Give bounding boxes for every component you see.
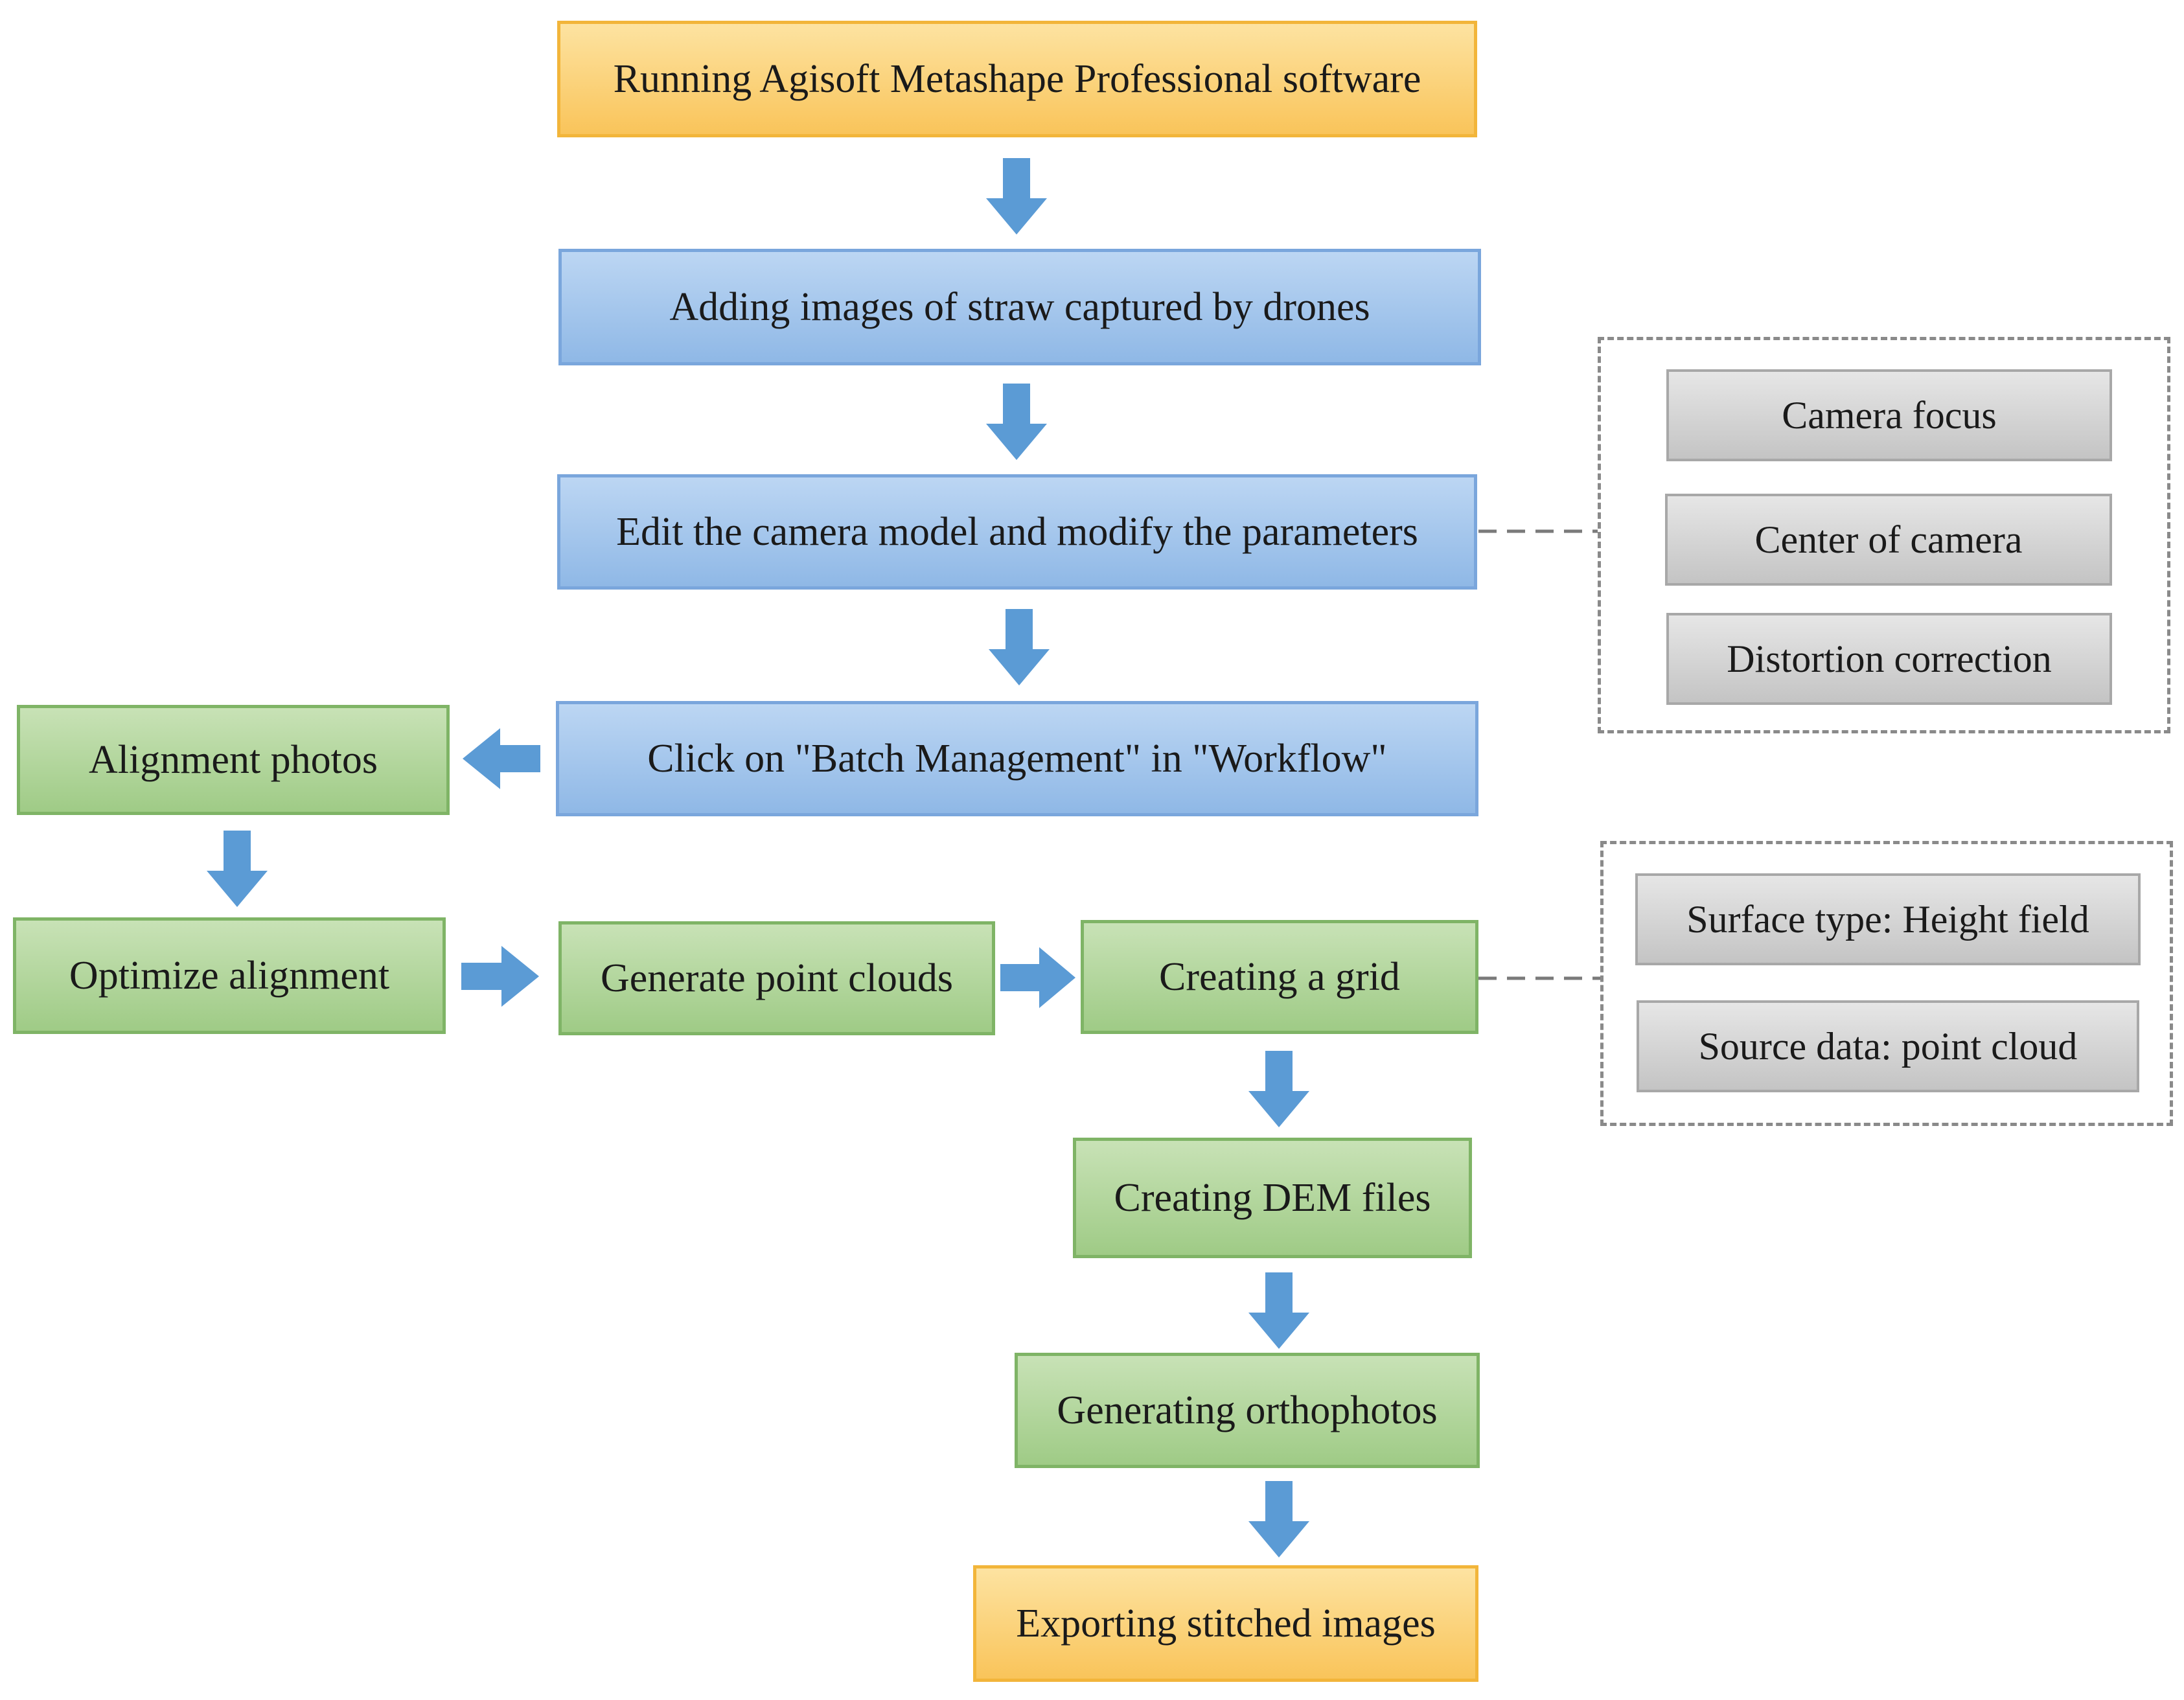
step-batch-management: Click on "Batch Management" in "Workflow…	[556, 701, 1478, 816]
step-creating-grid-label: Creating a grid	[1159, 954, 1400, 999]
down-arrow-icon	[1248, 1272, 1309, 1349]
down-arrow-icon	[1248, 1481, 1309, 1557]
step-generating-orthophotos: Generating orthophotos	[1015, 1353, 1480, 1468]
step-creating-dem-label: Creating DEM files	[1114, 1175, 1431, 1220]
step-add-images: Adding images of straw captured by drone…	[558, 249, 1481, 365]
right-arrow-icon	[461, 946, 539, 1007]
grid-setting-label: Surface type: Height field	[1686, 897, 2089, 941]
left-arrow-icon	[463, 728, 540, 789]
right-arrow-icon	[1000, 947, 1075, 1008]
step-edit-camera: Edit the camera model and modify the par…	[557, 474, 1477, 590]
camera-parameter-label: Camera focus	[1782, 393, 1997, 437]
step-exporting-images-label: Exporting stitched images	[1016, 1601, 1436, 1646]
down-arrow-icon	[207, 831, 268, 907]
step-generate-point-clouds-label: Generate point clouds	[600, 956, 954, 1000]
grid-setting-item: Source data: point cloud	[1637, 1000, 2139, 1092]
camera-parameter-label: Distortion correction	[1727, 637, 2052, 680]
down-arrow-icon	[986, 158, 1047, 235]
step-creating-dem: Creating DEM files	[1073, 1138, 1472, 1258]
down-arrow-icon	[989, 609, 1050, 685]
step-alignment-photos-label: Alignment photos	[88, 737, 378, 782]
camera-parameter-item: Camera focus	[1666, 369, 2112, 461]
step-exporting-images: Exporting stitched images	[973, 1565, 1478, 1682]
step-run-software-label: Running Agisoft Metashape Professional s…	[613, 56, 1421, 101]
camera-parameter-item: Center of camera	[1665, 494, 2112, 586]
step-generating-orthophotos-label: Generating orthophotos	[1057, 1388, 1438, 1432]
step-generate-point-clouds: Generate point clouds	[558, 921, 995, 1035]
step-alignment-photos: Alignment photos	[17, 705, 450, 815]
camera-parameters-group	[1598, 337, 2170, 733]
grid-setting-label: Source data: point cloud	[1698, 1024, 2078, 1068]
down-arrow-icon	[1248, 1051, 1309, 1127]
step-creating-grid: Creating a grid	[1081, 920, 1478, 1034]
step-edit-camera-label: Edit the camera model and modify the par…	[616, 509, 1418, 554]
camera-parameter-label: Center of camera	[1754, 518, 2023, 561]
down-arrow-icon	[986, 384, 1047, 460]
grid-settings-group	[1600, 841, 2173, 1126]
step-add-images-label: Adding images of straw captured by drone…	[669, 284, 1370, 329]
grid-setting-item: Surface type: Height field	[1635, 873, 2141, 965]
step-run-software: Running Agisoft Metashape Professional s…	[557, 21, 1477, 137]
step-optimize-alignment: Optimize alignment	[13, 917, 446, 1034]
step-optimize-alignment-label: Optimize alignment	[69, 953, 390, 998]
camera-parameter-item: Distortion correction	[1666, 613, 2112, 705]
step-batch-management-label: Click on "Batch Management" in "Workflow…	[647, 736, 1387, 781]
